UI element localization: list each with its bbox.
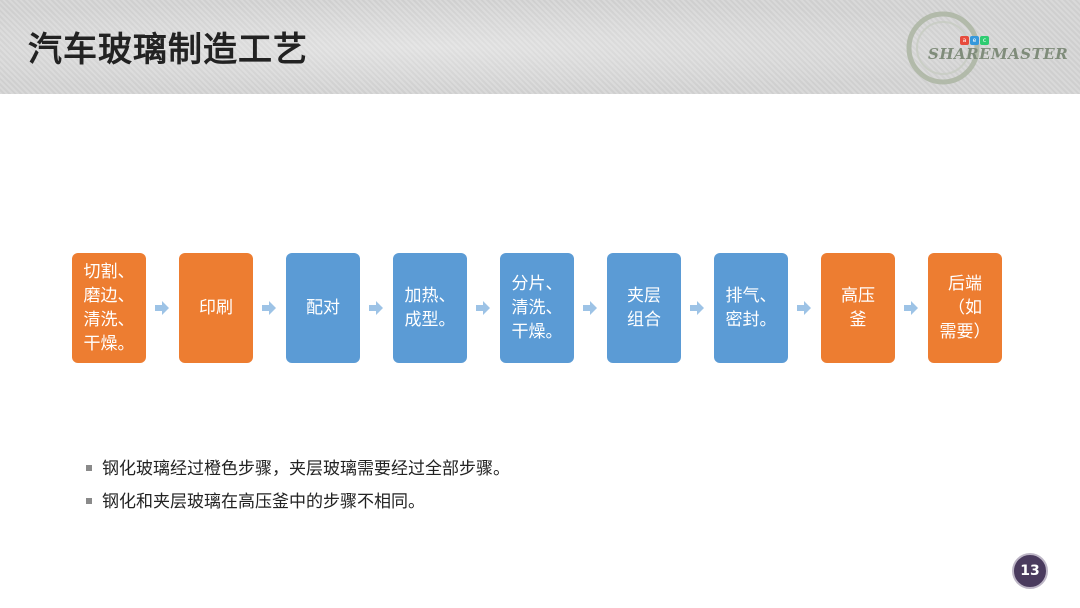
sharemaster-logo — [906, 11, 980, 85]
flow-arrow-icon — [262, 301, 276, 315]
process-step-2: 印刷 — [179, 253, 253, 363]
flow-arrow-icon — [690, 301, 704, 315]
flow-arrow-icon — [797, 301, 811, 315]
bullet-marker — [86, 465, 92, 471]
flow-arrow-icon — [583, 301, 597, 315]
bullet-list: 钢化玻璃经过橙色步骤，夹层玻璃需要经过全部步骤。 钢化和夹层玻璃在高压釜中的步骤… — [84, 456, 510, 522]
slide-title: 汽车玻璃制造工艺 — [28, 30, 308, 70]
bullet-text: 钢化玻璃经过橙色步骤，夹层玻璃需要经过全部步骤。 — [102, 459, 510, 479]
page-number-badge: 13 — [1012, 553, 1048, 589]
process-step-8: 高压 釜 — [821, 253, 895, 363]
flow-arrow-icon — [369, 301, 383, 315]
process-step-4: 加热、 成型。 — [393, 253, 467, 363]
flow-arrow-icon — [155, 301, 169, 315]
bullet-text: 钢化和夹层玻璃在高压釜中的步骤不相同。 — [102, 492, 425, 512]
process-step-5: 分片、 清洗、 干燥。 — [500, 253, 574, 363]
bullet-item: 钢化玻璃经过橙色步骤，夹层玻璃需要经过全部步骤。 — [84, 456, 510, 489]
logo-text: SHAREMASTER — [928, 45, 1069, 63]
process-step-3: 配对 — [286, 253, 360, 363]
bullet-marker — [86, 498, 92, 504]
process-step-1: 切割、 磨边、 清洗、 干燥。 — [72, 253, 146, 363]
flow-arrow-icon — [476, 301, 490, 315]
process-step-9: 后端 （如 需要） — [928, 253, 1002, 363]
process-step-7: 排气、 密封。 — [714, 253, 788, 363]
process-step-6: 夹层 组合 — [607, 253, 681, 363]
flow-arrow-icon — [904, 301, 918, 315]
bullet-item: 钢化和夹层玻璃在高压釜中的步骤不相同。 — [84, 489, 510, 522]
